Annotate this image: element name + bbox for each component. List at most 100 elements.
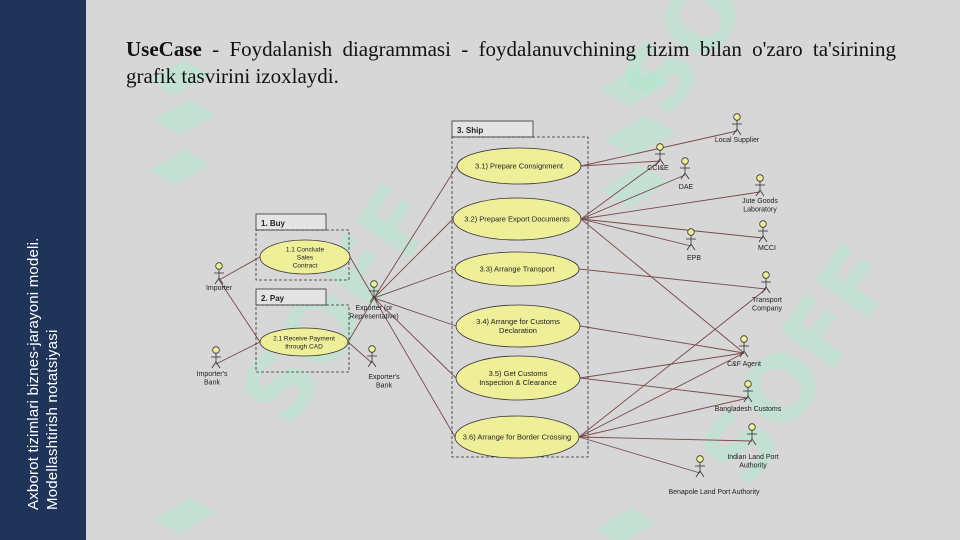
association-exporter-uc32 xyxy=(373,218,454,299)
actor-label: C&F Agent xyxy=(727,361,761,368)
package-title: 3. Ship xyxy=(457,126,483,135)
association-uc32-ccie xyxy=(580,160,661,220)
actor-label: Importer xyxy=(206,285,233,292)
actor-label: Jute Goods xyxy=(742,198,778,205)
association-uc34-cf_agent xyxy=(579,325,745,354)
association-exporter-uc31 xyxy=(373,165,458,299)
association-exporter-uc36 xyxy=(373,297,456,438)
actor-label: Laboratory xyxy=(743,207,777,214)
association-uc33-transport_co xyxy=(578,268,767,290)
actor-icon xyxy=(695,455,705,478)
actor-benapole_port: Benapole Land Port Authority xyxy=(668,455,760,496)
actor-label: Company xyxy=(752,306,782,313)
package-pay: 2. Pay xyxy=(255,288,350,373)
association-exporter-uc33 xyxy=(373,268,456,299)
actor-icon xyxy=(747,423,757,446)
actor-bd_customs: Bangladesh Customs xyxy=(715,380,782,413)
actor-cf_agent: C&F Agent xyxy=(727,335,761,368)
association-exporter-uc34 xyxy=(373,297,457,327)
association-exporter-uc11 xyxy=(349,256,375,299)
actor-label: Bank xyxy=(376,383,392,390)
association-uc32-cf_agent xyxy=(580,218,745,354)
heading-definition: - Foydalanish diagrammasi - foydalanuvch… xyxy=(126,37,896,88)
sidebar: Axborot tizimlari biznes-jarayoni modeli… xyxy=(0,0,86,540)
use-case-label: 3.3) Arrange Transport xyxy=(479,265,555,274)
association-uc35-cf_agent xyxy=(579,352,745,379)
use-case-label: Sales xyxy=(297,254,314,261)
association-uc36-indian_port xyxy=(578,436,753,442)
use-case-label: 3.5) Get Customs xyxy=(489,369,548,378)
actor-ccie: CCI&E xyxy=(647,143,669,172)
association-exporters_bank-uc21 xyxy=(347,341,373,364)
use-case-label: Inspection & Clearance xyxy=(479,378,557,387)
actor-label: Importer's xyxy=(197,371,228,378)
actor-label: Local Supplier xyxy=(715,137,760,144)
actor-icon xyxy=(680,157,690,180)
actor-importer: Importer xyxy=(206,262,233,292)
actor-label: Bangladesh Customs xyxy=(715,406,782,413)
use-case-uc36: 3.6) Arrange for Border Crossing xyxy=(454,415,580,459)
use-case-label: 3.2) Prepare Export Documents xyxy=(464,215,570,224)
actor-label: CCI&E xyxy=(647,165,669,172)
association-exporter-uc21 xyxy=(347,297,375,343)
actor-icon xyxy=(739,335,749,358)
association-uc36-transport_co xyxy=(578,288,767,438)
actor-icon xyxy=(367,345,377,368)
actor-icon xyxy=(686,228,696,251)
use-case-label: Contract xyxy=(293,262,318,269)
use-case-label: Declaration xyxy=(499,326,537,335)
actor-label: Transport xyxy=(752,297,782,304)
association-uc32-epb xyxy=(580,218,692,247)
package-title: 2. Pay xyxy=(261,294,285,303)
actor-icon xyxy=(211,346,221,369)
association-uc32-mcci xyxy=(580,218,764,239)
heading-term: UseCase xyxy=(126,37,202,61)
actor-label: EPB xyxy=(687,255,701,262)
actor-label: DAE xyxy=(679,184,694,191)
actor-local_supplier: Local Supplier xyxy=(715,113,760,144)
use-case-label: 1.1 Conclude xyxy=(286,246,325,253)
association-importer-uc21 xyxy=(218,279,261,343)
actor-icon xyxy=(755,174,765,197)
actor-label: Bank xyxy=(204,380,220,387)
actor-icon xyxy=(758,220,768,243)
actor-icon xyxy=(743,380,753,403)
actor-label: Benapole Land Port Authority xyxy=(668,489,760,496)
association-exporter-uc35 xyxy=(373,297,457,379)
use-case-label: through CAD xyxy=(285,343,323,350)
use-case-label: 3.6) Arrange for Border Crossing xyxy=(463,433,571,442)
association-importers_bank-uc21 xyxy=(215,341,261,365)
association-uc36-cf_agent xyxy=(578,352,745,438)
slide-heading: UseCase - Foydalanish diagrammasi - foyd… xyxy=(126,36,896,90)
use-case-uc33: 3.3) Arrange Transport xyxy=(454,251,580,287)
actor-mcci: MCCI xyxy=(758,220,776,252)
actor-label: Authority xyxy=(739,463,767,470)
actor-icon xyxy=(732,113,742,136)
actor-icon xyxy=(655,143,665,166)
use-case-label: 3.1) Prepare Consignment xyxy=(475,162,564,171)
association-importer-uc11 xyxy=(218,256,261,281)
association-uc32-jute_lab xyxy=(580,191,761,220)
actor-label: Exporter's xyxy=(368,374,400,381)
actor-label: MCCI xyxy=(758,245,776,252)
actor-label: Exporter (or xyxy=(356,305,394,312)
association-uc35-bd_customs xyxy=(579,377,749,399)
actor-dae: DAE xyxy=(679,157,694,191)
use-case-uc32: 3.2) Prepare Export Documents xyxy=(452,197,582,241)
association-uc36-benapole_port xyxy=(578,436,701,474)
actor-label: Representative) xyxy=(349,314,398,321)
association-uc32-dae xyxy=(580,174,686,220)
association-uc31-ccie xyxy=(580,160,661,167)
associations-layer xyxy=(215,130,767,474)
actor-label: Indian Land Port xyxy=(727,454,778,461)
